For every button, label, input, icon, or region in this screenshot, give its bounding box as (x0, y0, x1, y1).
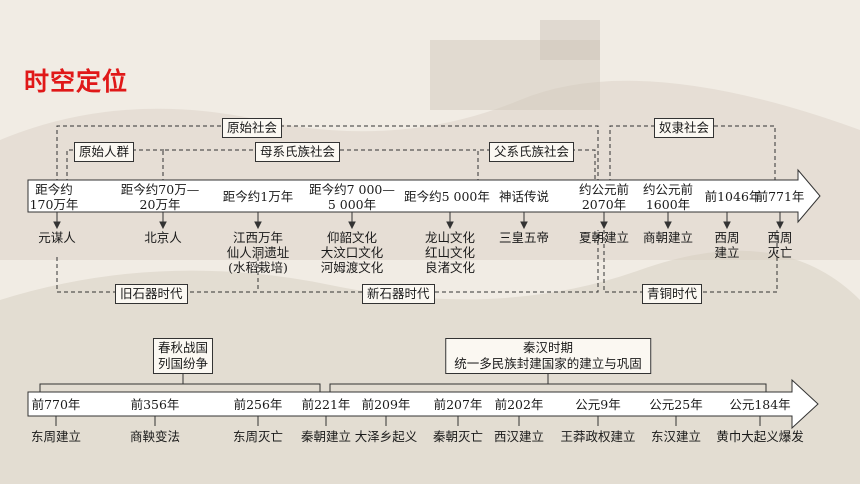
timeline1-event: 江西万年 仙人洞遗址 (水稻栽培) (226, 230, 290, 275)
timeline2-event: 东周建立 (30, 429, 82, 444)
timeline2-date: 前770年 (31, 397, 81, 412)
timeline2-event: 大泽乡起义 (354, 429, 418, 444)
timeline1-event: 龙山文化 红山文化 良渚文化 (424, 230, 476, 275)
page-title: 时空定位 (24, 67, 129, 96)
timeline2-event: 黄巾大起义爆发 (716, 429, 804, 444)
timeline1-event: 北京人 (144, 230, 182, 245)
period-primitive-group: 原始人群 (74, 142, 135, 162)
timeline1-event: 商朝建立 (642, 230, 694, 245)
timeline1-tick-arrow (664, 221, 672, 230)
timeline2-event: 商鞅变法 (129, 429, 181, 444)
timeline2-date: 前221年 (301, 397, 351, 412)
timeline1-event: 元谋人 (38, 230, 76, 245)
timeline1-tick-arrow (723, 221, 731, 230)
timeline2-event: 东汉建立 (650, 429, 702, 444)
period-matriarchal: 母系氏族社会 (255, 142, 341, 162)
timeline2-event: 秦朝建立 (300, 429, 352, 444)
timeline1-tick-arrow (53, 221, 61, 230)
timeline1-tick-arrow (776, 221, 784, 230)
timeline1-tick-arrow (446, 221, 454, 230)
timeline1-tick-arrow (159, 221, 167, 230)
timeline2-date: 公元25年 (649, 397, 703, 412)
period-neolithic: 新石器时代 (362, 284, 435, 304)
period-patriarchal: 父系氏族社会 (489, 142, 575, 162)
timeline1-event: 三皇五帝 (498, 230, 550, 245)
timeline2-date: 前209年 (361, 397, 411, 412)
timeline1-date: 距今约7 000— 5 000年 (309, 182, 395, 212)
period-bronze-age: 青铜时代 (642, 284, 703, 304)
timeline1-date: 约公元前 2070年 (578, 182, 630, 212)
period-paleolithic: 旧石器时代 (115, 284, 188, 304)
timeline1-date: 神话传说 (498, 189, 550, 204)
timeline1-date: 距今约5 000年 (404, 189, 490, 204)
timeline1-date: 前771年 (755, 189, 805, 204)
timeline1-event: 夏朝建立 (578, 230, 630, 245)
period-qin-han: 秦汉时期 统一多民族封建国家的建立与巩固 (445, 338, 651, 374)
timeline2-date: 公元184年 (729, 397, 791, 412)
timeline2-date: 前207年 (433, 397, 483, 412)
period-primitive-society: 原始社会 (222, 118, 283, 138)
timeline1-date: 距今约70万— 20万年 (120, 182, 200, 212)
timeline1-date: 约公元前 1600年 (642, 182, 694, 212)
timeline2-event: 王莽政权建立 (560, 429, 636, 444)
timeline2-date: 前356年 (130, 397, 180, 412)
timeline2-event: 秦朝灭亡 (432, 429, 484, 444)
timeline1-event: 仰韶文化 大汶口文化 河姆渡文化 (320, 230, 384, 275)
timeline2-event: 东周灭亡 (232, 429, 284, 444)
timeline1-event: 西周 建立 (714, 230, 740, 260)
timeline2-date: 前202年 (494, 397, 544, 412)
timeline1-date: 距今约 170万年 (29, 182, 79, 212)
timeline1-event: 西周 灭亡 (767, 230, 793, 260)
timeline1-tick-arrow (520, 221, 528, 230)
period-slave-society: 奴隶社会 (654, 118, 715, 138)
timeline1-tick-arrow (254, 221, 262, 230)
timeline1-date: 距今约1万年 (222, 189, 294, 204)
timeline1-tick-arrow (348, 221, 356, 230)
timeline2-date: 前256年 (233, 397, 283, 412)
timeline1-date: 前1046年 (704, 189, 762, 204)
period-spring-autumn-warring: 春秋战国 列国纷争 (152, 338, 214, 374)
timeline1-tick-arrow (600, 221, 608, 230)
timeline2-event: 西汉建立 (493, 429, 545, 444)
timeline2-date: 公元9年 (575, 397, 621, 412)
